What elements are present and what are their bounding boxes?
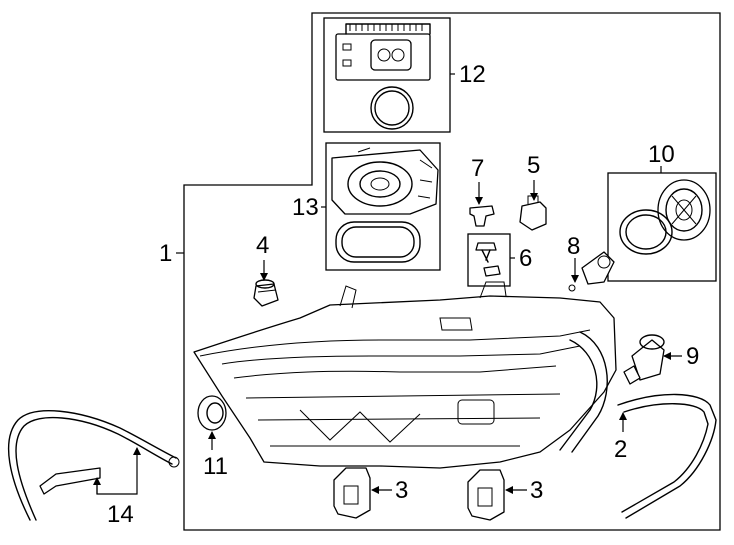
callout-5: 5: [527, 152, 541, 179]
wiring-harness-part: [7, 410, 180, 521]
callout-3-right: 3: [530, 477, 544, 504]
callout-9: 9: [686, 343, 700, 370]
callout-13: 13: [292, 194, 319, 221]
item-10-box: [607, 172, 717, 282]
bracket-part-left: [333, 467, 371, 519]
headlamp-body-part: [193, 281, 617, 469]
housing-seal-part: [335, 221, 421, 263]
callout-6: 6: [519, 245, 533, 272]
callout-12: 12: [459, 61, 486, 88]
item-12-box: [323, 17, 451, 133]
bulb-socket-part: [568, 251, 615, 292]
assembly-outline: [183, 12, 721, 531]
ballast-module-part: [335, 23, 431, 81]
ballast-seal-ring-part: [370, 86, 414, 130]
item-6-box: [467, 233, 511, 287]
side-marker-part: [623, 334, 665, 385]
callout-10: 10: [648, 141, 675, 168]
clip-part: [469, 205, 495, 227]
callout-1: 1: [159, 240, 173, 267]
callout-3-left: 3: [395, 477, 409, 504]
callout-7: 7: [471, 155, 485, 182]
callout-2: 2: [614, 436, 628, 463]
cap-seal-part: [619, 209, 673, 255]
leader-lines: [93, 73, 682, 495]
housing-cover-part: [331, 147, 439, 215]
callout-14: 14: [107, 501, 134, 528]
adjuster-part: [519, 195, 547, 231]
screw-part: [475, 242, 501, 277]
grommet-part: [197, 395, 227, 431]
bracket-part-right: [467, 469, 505, 521]
callout-4: 4: [256, 232, 270, 259]
callout-11: 11: [203, 453, 228, 480]
callout-8: 8: [567, 233, 581, 260]
vent-part: [253, 279, 279, 307]
lens-seal-strip-part: [617, 393, 717, 519]
